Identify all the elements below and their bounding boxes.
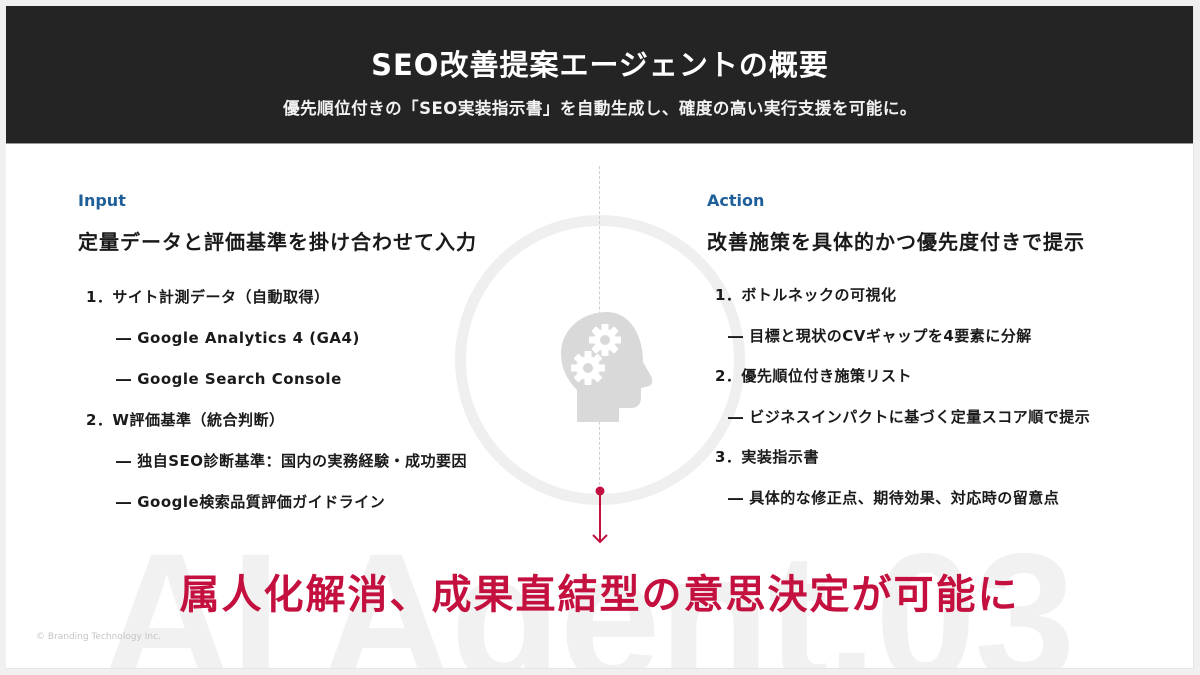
- list-item: ― 目標と現状のCVギャップを4要素に分解: [728, 326, 1032, 345]
- conclusion-statement: 属人化解消、成果直結型の意思決定が可能に: [179, 572, 1020, 618]
- list-item: 2．優先順位付き施策リスト: [715, 367, 912, 385]
- background-watermark: AI Agent.03: [101, 515, 1075, 669]
- arrow-down-icon: [592, 486, 608, 544]
- list-item: ― Google Search Console: [116, 370, 342, 388]
- header-banner: SEO改善提案エージェントの概要 優先順位付きの「SEO実装指示書」を自動生成し…: [6, 6, 1193, 144]
- list-item: ― Google Analytics 4 (GA4): [116, 329, 360, 347]
- action-heading: 改善施策を具体的かつ優先度付きで提示: [707, 230, 1085, 254]
- copyright-notice: © Branding Technology Inc.: [36, 632, 161, 642]
- input-list: 1．サイト計測データ（自動取得） ― Google Analytics 4 (G…: [78, 286, 558, 532]
- list-item: 1．サイト計測データ（自動取得）: [86, 288, 330, 306]
- page-title: SEO改善提案エージェントの概要: [371, 48, 829, 82]
- list-item: ― 独自SEO診断基準：国内の実務経験・成功要因: [116, 452, 468, 470]
- input-column: Input 定量データと評価基準を掛け合わせて入力 1．サイト計測データ（自動取…: [78, 190, 558, 532]
- action-column: Action 改善施策を具体的かつ優先度付きで提示 1．ボトルネックの可視化 ―…: [707, 190, 1177, 527]
- list-item: 3．実装指示書: [715, 448, 819, 466]
- input-label: Input: [78, 191, 126, 210]
- list-item: ― Google検索品質評価ガイドライン: [116, 493, 386, 511]
- list-item: ― 具体的な修正点、期待効果、対応時の留意点: [728, 488, 1060, 507]
- slide: SEO改善提案エージェントの概要 優先順位付きの「SEO実装指示書」を自動生成し…: [6, 6, 1194, 669]
- list-item: ― ビジネスインパクトに基づく定量スコア順で提示: [728, 407, 1091, 426]
- head-gears-icon: [561, 312, 653, 422]
- action-label: Action: [707, 191, 765, 210]
- page-subtitle: 優先順位付きの「SEO実装指示書」を自動生成し、確度の高い実行支援を可能に。: [283, 99, 917, 118]
- list-item: 1．ボトルネックの可視化: [715, 286, 897, 304]
- list-item: 2．W評価基準（統合判断）: [86, 411, 285, 429]
- action-list: 1．ボトルネックの可視化 ― 目標と現状のCVギャップを4要素に分解 2．優先順…: [707, 284, 1177, 527]
- input-heading: 定量データと評価基準を掛け合わせて入力: [78, 230, 477, 254]
